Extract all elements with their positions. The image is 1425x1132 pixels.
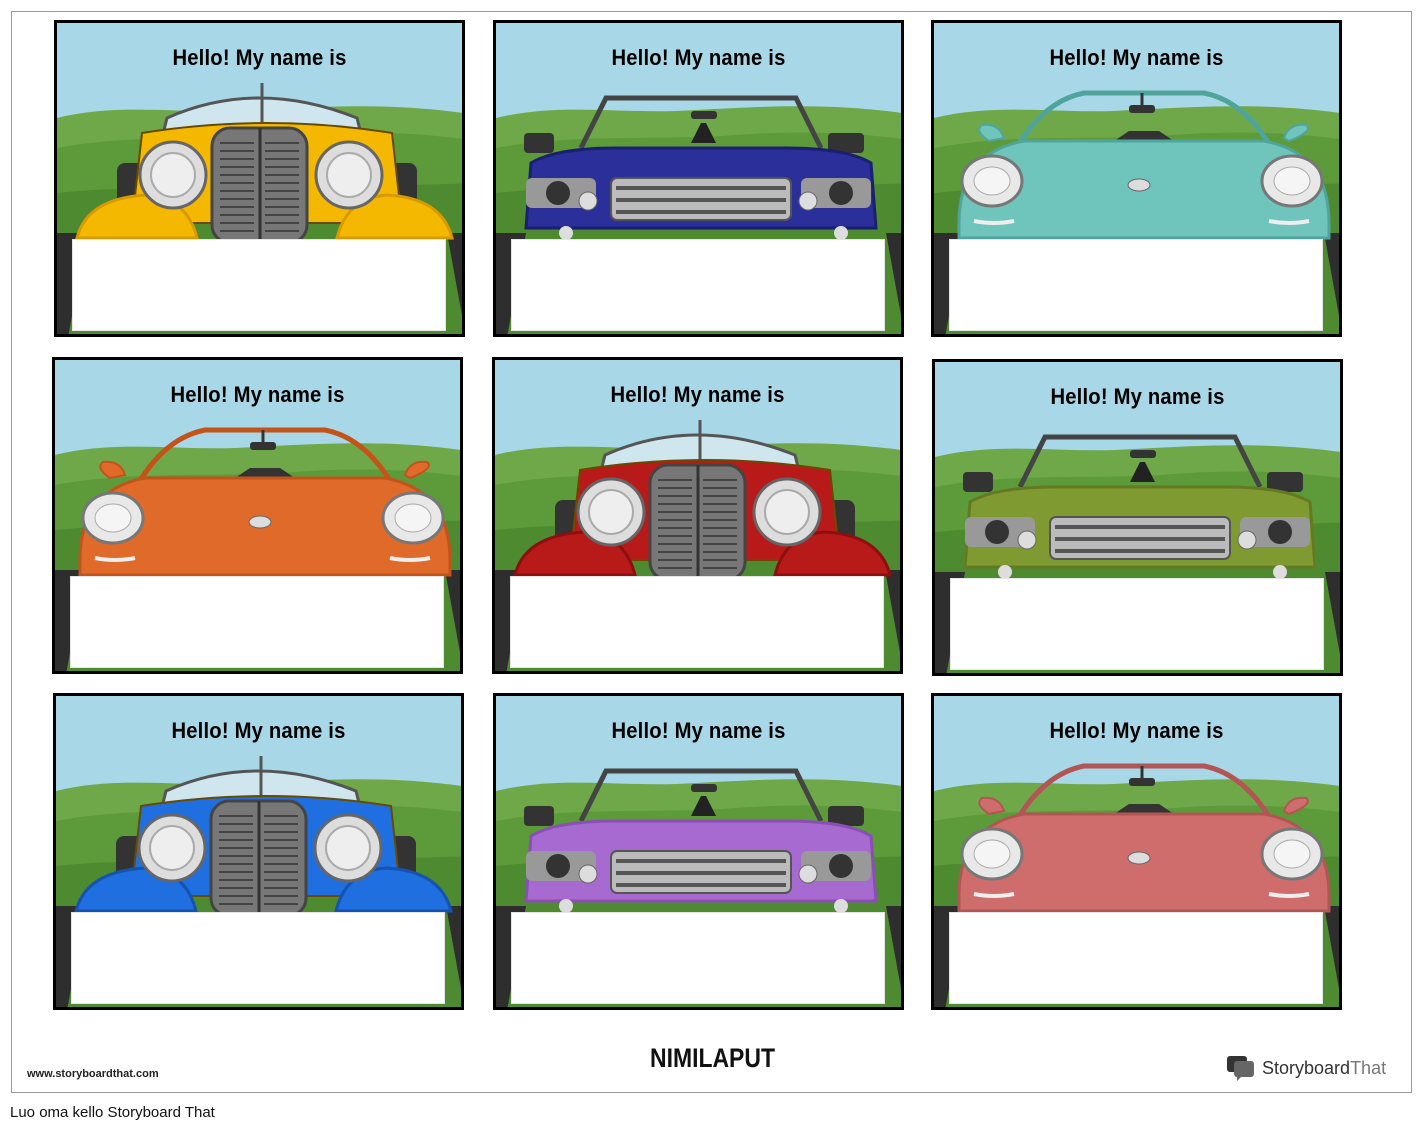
name-write-box[interactable] [70,576,444,668]
storyboardthat-logo[interactable]: StoryboardThat [1226,1054,1386,1082]
name-tag-card: Hello! My name is [932,359,1343,676]
card-headline: Hello! My name is [611,45,786,70]
card-headline: Hello! My name is [1050,384,1225,409]
document-title: NIMILAPUT [650,1043,775,1073]
card-headline: Hello! My name is [171,718,346,743]
create-own-link[interactable]: Luo oma kello Storyboard That [10,1104,215,1121]
speech-bubble-icon [1227,1056,1254,1081]
name-tag-card: Hello! My name is [53,693,464,1010]
name-tag-card: Hello! My name is [54,20,465,337]
name-write-box[interactable] [511,239,885,331]
card-headline: Hello! My name is [172,45,347,70]
card-headline: Hello! My name is [611,718,786,743]
card-headline: Hello! My name is [1049,718,1224,743]
name-write-box[interactable] [510,576,884,668]
name-tag-card: Hello! My name is [931,693,1342,1010]
name-write-box[interactable] [949,912,1323,1004]
name-write-box[interactable] [72,239,446,331]
brand-name-that: That [1350,1057,1387,1078]
brand-name-storyboard: Storyboard [1262,1057,1351,1078]
site-url[interactable]: www.storyboardthat.com [27,1068,159,1080]
name-tag-card: Hello! My name is [493,693,904,1010]
name-write-box[interactable] [950,578,1324,670]
card-headline: Hello! My name is [610,382,785,407]
name-tag-card: Hello! My name is [52,357,463,674]
name-write-box[interactable] [511,912,885,1004]
brand-wordmark: StoryboardThat [1262,1058,1386,1079]
card-headline: Hello! My name is [170,382,345,407]
name-tag-card: Hello! My name is [931,20,1342,337]
name-write-box[interactable] [71,912,445,1004]
name-write-box[interactable] [949,239,1323,331]
name-tag-card: Hello! My name is [492,357,903,674]
card-headline: Hello! My name is [1049,45,1224,70]
worksheet-frame: Hello! My name is Hello! My name is [11,11,1412,1093]
name-tag-card: Hello! My name is [493,20,904,337]
